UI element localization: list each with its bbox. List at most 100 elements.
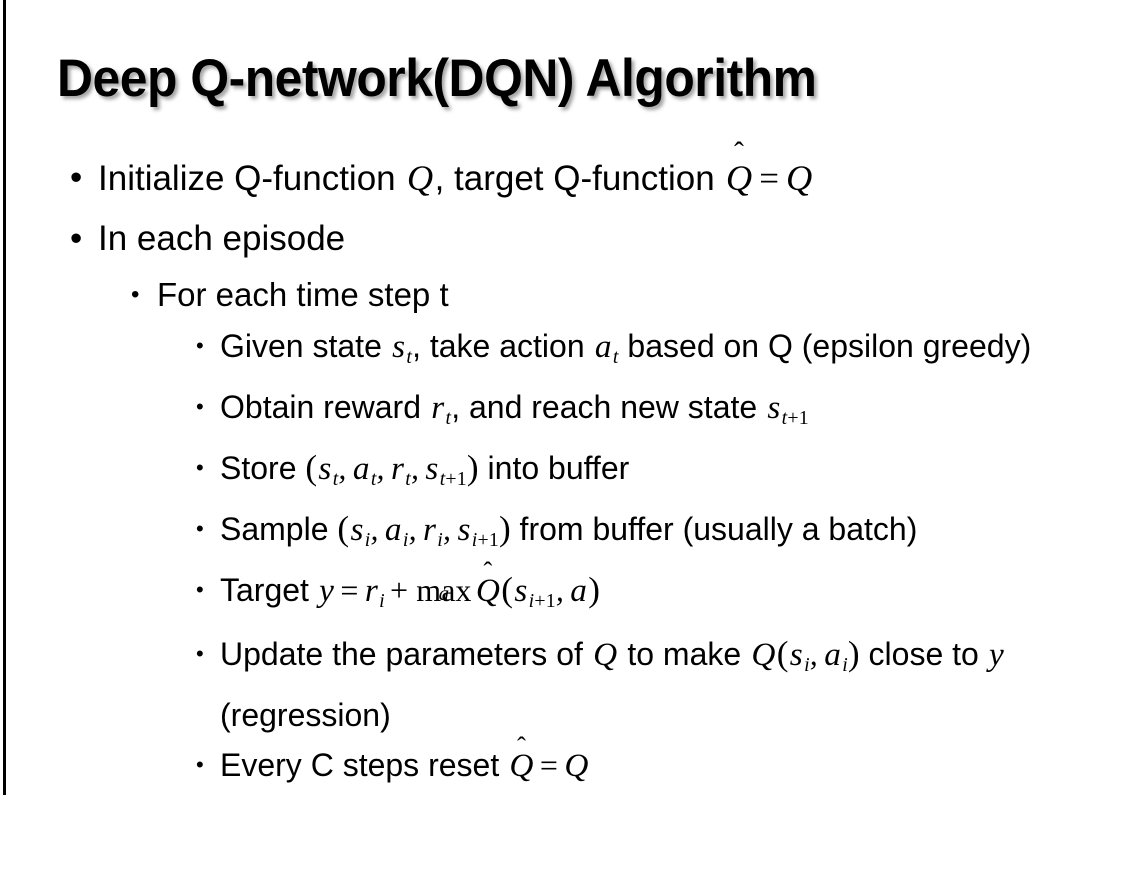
text-run: Given state — [220, 328, 391, 364]
page-title: Deep Q-network(DQN) Algorithm — [57, 49, 817, 108]
text-run: into buffer — [478, 449, 630, 486]
sub-offset: +1 — [445, 467, 467, 490]
bullet-dot-icon: • — [196, 454, 204, 480]
math-var-y: y — [989, 635, 1004, 673]
sub-index: t — [439, 467, 446, 490]
list-item-obtain-reward: • Obtain reward rt, and reach new state … — [0, 382, 1124, 443]
math-var-base: Q — [725, 158, 753, 198]
bullet-dot-icon: • — [196, 640, 204, 666]
max-operator-label: max — [416, 571, 472, 608]
math-var-s: s — [789, 635, 803, 673]
list-item-update: • Update the parameters of Q to make Q(s… — [0, 629, 1124, 740]
sub-offset: +1 — [787, 406, 809, 429]
list-item-text: Update the parameters of Q to make Q(si,… — [220, 629, 1094, 740]
list-item-text: In each episode — [98, 219, 346, 258]
text-run: close to — [859, 635, 988, 672]
math-sub-i: i — [842, 653, 848, 676]
math-var-s: s — [767, 388, 781, 426]
math-var-q2: Q — [751, 635, 776, 673]
list-item-text: Every C steps reset ̂Q=Q — [220, 740, 1094, 791]
math-var-q: Q — [406, 158, 434, 198]
math-var-a: a — [824, 635, 841, 673]
text-run: , take action — [412, 328, 594, 364]
bullet-dot-icon: • — [196, 393, 204, 419]
list-item-timestep: • For each time step t — [0, 269, 1124, 321]
list-item-target: • Target y=ri+maxâQ(si+1,a) — [0, 565, 1124, 629]
bullet-dot-icon: • — [196, 333, 204, 358]
math-sub-i: i — [379, 589, 385, 612]
bullet-dot-icon: • — [131, 281, 140, 308]
math-op-equals: = — [539, 746, 558, 783]
math-var-q: Q — [564, 746, 589, 784]
math-var-r: r — [364, 571, 378, 609]
bullet-dot-icon: • — [196, 751, 204, 777]
text-run: Sample — [220, 510, 338, 547]
list-item-text: Store (st,at,rt,st+1) into buffer — [220, 443, 1094, 504]
math-sub-i-plus-1: i+1 — [472, 529, 499, 551]
math-sub-t: t — [445, 406, 452, 429]
math-var-q-hat: ̂Q — [475, 566, 502, 616]
math-var-base: Q — [475, 571, 500, 609]
bullet-list: • Initialize Q-function Q, target Q-func… — [0, 148, 1124, 791]
list-item-text: Sample (si,ai,ri,si+1) from buffer (usua… — [220, 504, 1094, 565]
math-sub-t: t — [406, 345, 413, 368]
math-comma: , — [809, 635, 818, 672]
list-item-text: Initialize Q-function Q, target Q-functi… — [98, 148, 1124, 209]
list-item-given-state: • Given state st, take action at based o… — [0, 321, 1124, 382]
bullet-dot-icon: • — [196, 515, 204, 541]
math-var-a: a — [352, 449, 370, 487]
math-paren-open: ( — [337, 508, 350, 548]
sub-offset: +1 — [534, 589, 556, 612]
left-edge-rule — [3, 0, 6, 795]
math-sub-i: i — [437, 528, 443, 551]
math-sub-i: i — [402, 528, 409, 551]
sub-index: i — [528, 589, 535, 612]
text-run: Obtain reward — [220, 388, 430, 425]
list-item-text: Target y=ri+maxâQ(si+1,a) — [220, 565, 1094, 626]
math-paren-close: ) — [588, 569, 600, 609]
text-run: to make — [618, 635, 751, 672]
math-var-s: s — [392, 328, 406, 365]
bullet-dot-icon: • — [70, 158, 83, 197]
math-var-q2: Q — [786, 158, 813, 198]
math-sub-t: t — [332, 467, 339, 490]
math-sub-i: i — [364, 528, 371, 551]
math-var-s: s — [318, 449, 332, 487]
text-run: Target — [220, 571, 318, 608]
list-item-text: Given state st, take action at based on … — [220, 321, 1094, 382]
math-paren-close: ) — [498, 508, 511, 548]
text-run: (regression) — [220, 696, 391, 733]
math-var-base: Q — [509, 746, 534, 784]
math-sub-i-plus-1: i+1 — [529, 590, 556, 612]
math-var-s: s — [514, 571, 528, 609]
bullet-dot-icon: • — [70, 219, 83, 258]
sub-index: i — [471, 528, 478, 551]
text-run: Update the parameters of — [220, 635, 592, 672]
math-sub-t: t — [370, 467, 377, 490]
math-var-s2: s — [457, 510, 471, 548]
math-var-q: Q — [593, 635, 618, 673]
math-sub-t: t — [612, 345, 619, 368]
text-run: from buffer (usually a batch) — [510, 510, 918, 547]
list-item-text: For each time step t — [157, 276, 449, 313]
math-var-q-hat: ̂Q — [724, 148, 753, 208]
text-run: , target Q-function — [434, 159, 725, 198]
math-paren-open: ( — [501, 569, 513, 609]
math-var-q-hat: ̂Q — [508, 741, 535, 791]
text-run: based on Q (epsilon greedy) — [618, 328, 1032, 364]
math-sub-t: t — [405, 467, 411, 490]
math-comma: , — [443, 510, 451, 547]
math-op-plus: + — [389, 571, 408, 608]
list-item-reset: • Every C steps reset ̂Q=Q — [0, 740, 1124, 791]
math-sub-t-plus-1: t+1 — [440, 468, 467, 490]
list-item-sample: • Sample (si,ai,ri,si+1) from buffer (us… — [0, 504, 1124, 565]
text-run: , and reach new state — [451, 388, 767, 425]
list-item-episode: • In each episode — [0, 209, 1124, 269]
math-var-a: a — [594, 328, 612, 365]
list-item-text: Obtain reward rt, and reach new state st… — [220, 382, 1094, 443]
math-var-s2: s — [425, 449, 439, 487]
math-sub-t-plus-1: t+1 — [782, 407, 809, 429]
math-var-y: y — [319, 571, 334, 609]
math-paren-open: ( — [305, 447, 318, 487]
